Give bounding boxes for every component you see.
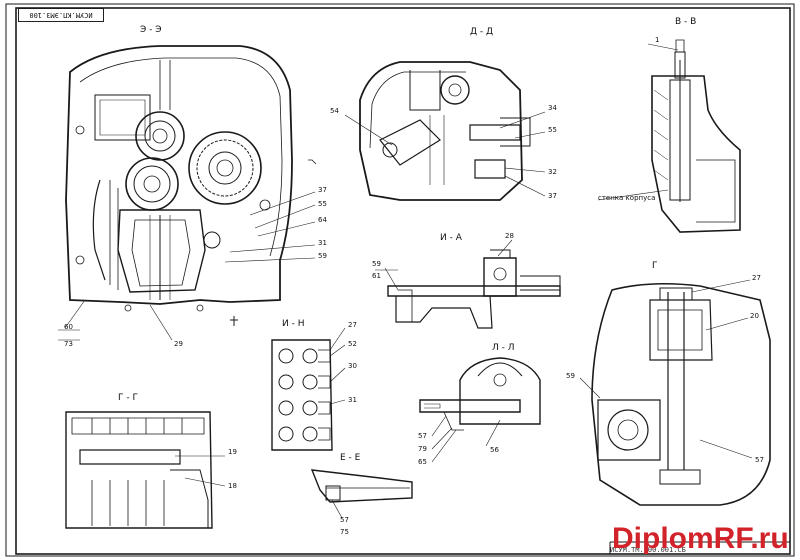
callout: 18 [228, 482, 237, 490]
title-block-code: ИСУМ.ТМ.100.001.СБ [610, 546, 686, 554]
callout: 32 [548, 168, 557, 176]
callouts-view-e: 57 75 [340, 516, 349, 536]
view-g-leaders [175, 455, 226, 487]
callout: 57 [755, 456, 764, 464]
callout: 37 [548, 192, 557, 200]
callout: 65 [418, 458, 427, 466]
callout: 59 [566, 372, 575, 380]
callout: 59 [372, 260, 381, 268]
callouts-view-i: 59 61 28 [372, 232, 514, 280]
section-title-l: Л - Л [492, 343, 515, 353]
callout: 79 [418, 445, 427, 453]
view-l-leaders [431, 415, 501, 463]
view-i-leaders [375, 239, 513, 291]
callout: 34 [548, 104, 557, 112]
callouts-view-l: 57 79 65 56 [418, 432, 499, 466]
callout: 19 [228, 448, 237, 456]
section-title-main: Э - Э [140, 25, 162, 35]
view-a-shift-mechanism [359, 61, 531, 201]
callout: 64 [318, 216, 327, 224]
callout: 61 [372, 272, 381, 280]
section-title-i: И - А [440, 233, 463, 243]
section-title-e: Е - Е [340, 453, 361, 463]
callout: 73 [64, 340, 73, 348]
view-e-leaders [331, 499, 343, 519]
main-view-leaders [58, 191, 316, 341]
section-title-m: И - Н [282, 319, 304, 329]
callout: 60 [64, 323, 73, 331]
view-b-section [651, 39, 741, 233]
callout: 28 [505, 232, 514, 240]
callout: 55 [548, 126, 557, 134]
callout: 75 [340, 528, 349, 536]
callout: 57 [418, 432, 427, 440]
section-title-b: В - В [675, 17, 696, 27]
callouts-view-g: 19 18 [228, 448, 237, 490]
view-m-leaders [329, 327, 346, 405]
view-e-lever [310, 469, 413, 503]
callout: 57 [340, 516, 349, 524]
callouts-view-a: 54 34 55 32 37 [330, 104, 557, 200]
watermark-logo: DiplomRF.ru [612, 522, 789, 555]
outer-frame [5, 3, 795, 557]
callouts-main: 37 55 64 31 59 60 73 29 [64, 186, 327, 348]
callout: 52 [348, 340, 357, 348]
callout: 30 [348, 362, 357, 370]
view-right-leaders [579, 279, 753, 459]
view-b-leaders [597, 43, 679, 201]
section-title-right: Г [652, 261, 658, 271]
callout: 27 [752, 274, 761, 282]
callout: 37 [318, 186, 327, 194]
callout: 27 [348, 321, 357, 329]
view-i-fork-rod [387, 249, 561, 329]
view-m-detents [271, 339, 333, 451]
inner-frame [15, 7, 791, 555]
callout: 59 [318, 252, 327, 260]
callout: 20 [750, 312, 759, 320]
callout: 56 [490, 446, 499, 454]
callout: 31 [348, 396, 357, 404]
view-right-housing [591, 282, 771, 506]
view-a-leaders [344, 111, 546, 197]
callout: 1 [655, 36, 659, 44]
section-title-g: Г - Г [118, 393, 138, 403]
callout-note: стенка корпуса [598, 194, 655, 202]
callouts-view-right: 27 20 59 57 [566, 274, 764, 464]
callout: 54 [330, 107, 339, 115]
callout: 55 [318, 200, 327, 208]
view-g-shafts [65, 411, 213, 529]
main-gearbox-view [65, 45, 317, 326]
view-l-cam [419, 357, 541, 431]
callout: 29 [174, 340, 183, 348]
callouts-view-m: 27 52 30 31 [348, 321, 357, 404]
callouts-view-b: 1 стенка корпуса [598, 36, 659, 202]
callout: 31 [318, 239, 327, 247]
section-title-a: Д - Д [470, 27, 493, 37]
